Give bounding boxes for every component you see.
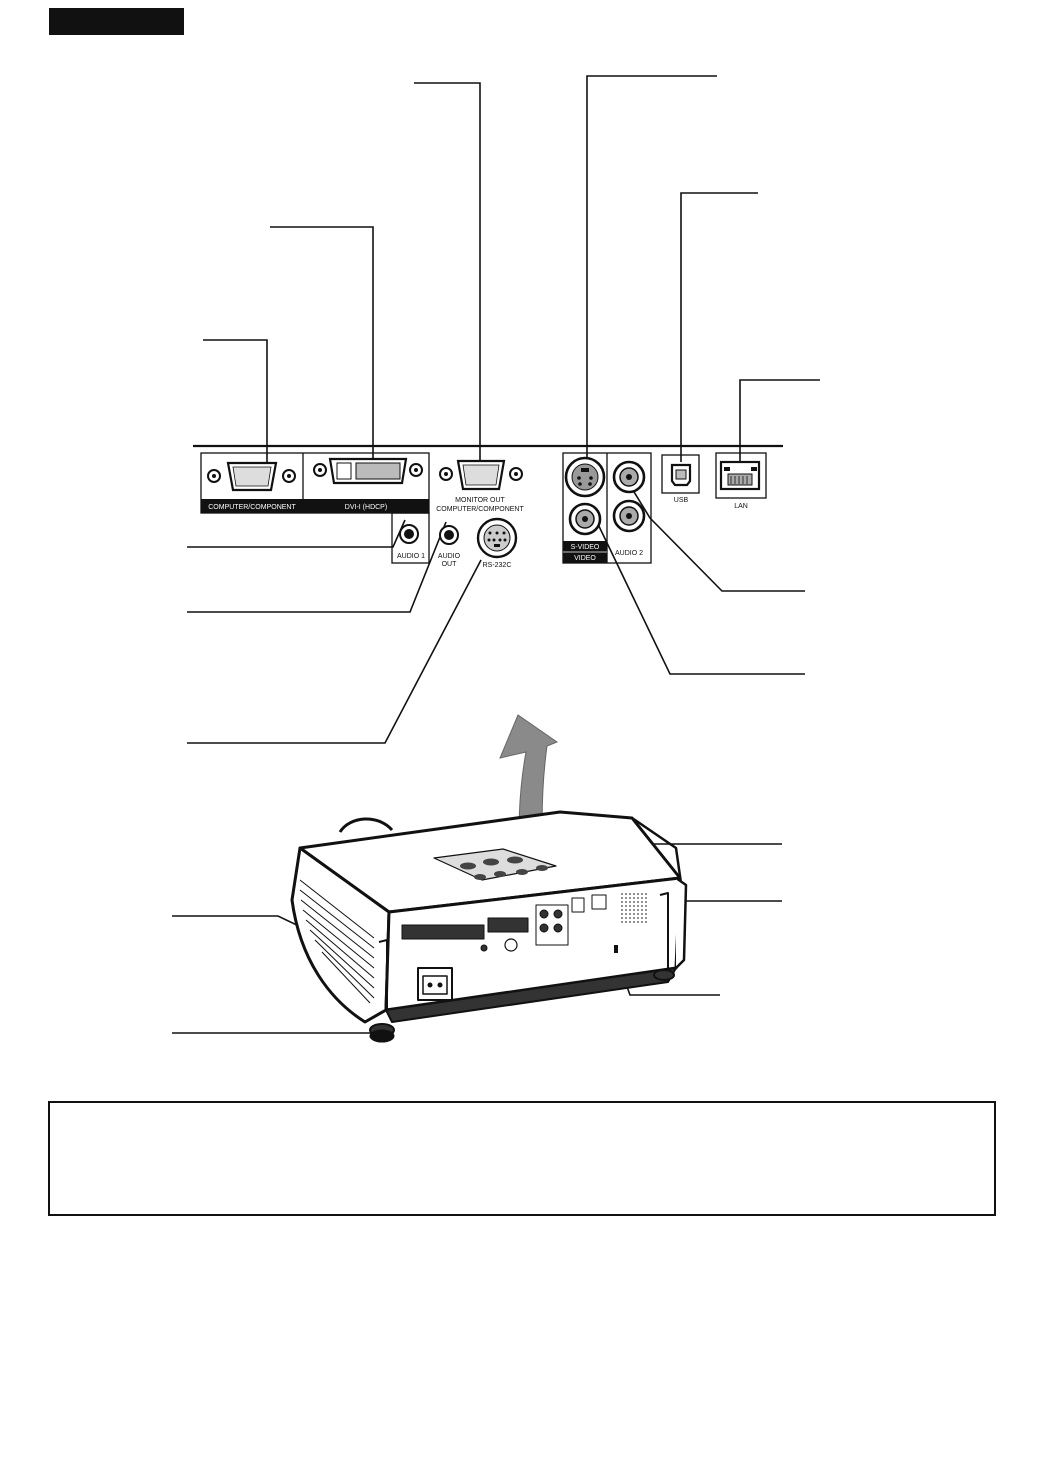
- monitor-out-label: MONITOR OUT: [455, 497, 505, 504]
- callout-svideo: [586, 75, 717, 460]
- video-rca-jack: [568, 502, 602, 536]
- callout-computer: [203, 339, 268, 462]
- callout-rs232c: [187, 559, 482, 744]
- svideo-label: S-VIDEO: [571, 544, 600, 551]
- callout-audio2: [630, 486, 805, 592]
- section-header-tab: [49, 8, 184, 35]
- callout-dvi: [270, 226, 374, 462]
- callout-audio1: [187, 519, 406, 548]
- audio2-right-jack: [612, 499, 646, 533]
- lan-label: LAN: [734, 503, 748, 510]
- dvi-port: [313, 457, 423, 485]
- usb-label: USB: [674, 497, 689, 504]
- audio-out-sublabel: OUT: [442, 561, 458, 568]
- monitor-out-port: [439, 459, 523, 491]
- adjustment-foot: [369, 1023, 395, 1043]
- callout-lan: [739, 379, 820, 462]
- svideo-port: [564, 456, 606, 498]
- rs232c-label: RS-232C: [483, 562, 512, 569]
- callout-usb: [680, 192, 758, 462]
- audio1-label: AUDIO 1: [397, 553, 425, 560]
- callout-lines: [172, 75, 820, 1034]
- audio-out-jack: [439, 525, 459, 545]
- audio-out-label: AUDIO: [438, 553, 461, 560]
- monitor-out-sublabel: COMPUTER/COMPONENT: [436, 506, 524, 513]
- computer-component-label: COMPUTER/COMPONENT: [208, 504, 296, 511]
- note-box: [48, 1101, 996, 1216]
- dvi-label: DVI-I (HDCP): [345, 504, 387, 511]
- rs232c-port: [476, 517, 518, 559]
- left-connector-block: COMPUTER/COMPONENT DVI-I (HDCP) AUDIO 1: [200, 452, 430, 564]
- callout-audio-out: [187, 521, 447, 613]
- rear-view-diagram: COMPUTER/COMPONENT DVI-I (HDCP) AUDIO 1 …: [172, 75, 820, 1043]
- video-connector-block: S-VIDEO VIDEO AUDIO 2: [562, 452, 652, 564]
- audio1-jack: [399, 524, 419, 544]
- projector-illustration: [290, 810, 688, 1043]
- video-label: VIDEO: [574, 555, 596, 562]
- lan-port: [715, 452, 767, 499]
- audio2-label: AUDIO 2: [615, 550, 643, 557]
- usb-port: [661, 454, 700, 494]
- callout-monitor-out: [414, 82, 481, 462]
- computer-component-port: [207, 461, 296, 492]
- callout-video: [595, 519, 805, 675]
- audio2-left-jack: [612, 460, 646, 494]
